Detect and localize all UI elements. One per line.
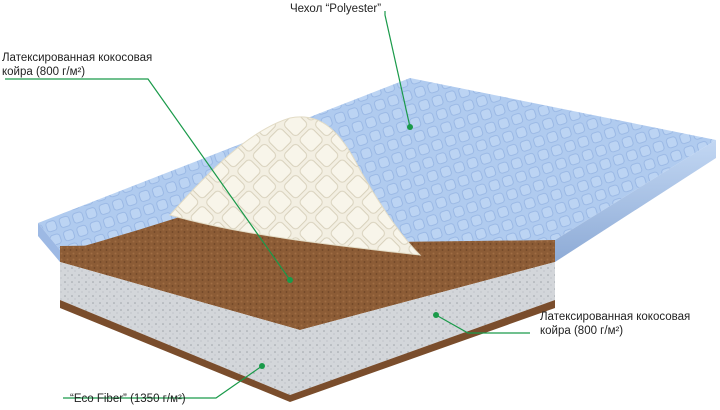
peeled-cream-layer [169, 116, 422, 256]
label-eco-fiber-text: “Eco Fiber” (1350 г/м²) [70, 393, 186, 405]
label-bottom-coir-line1: Латексированная кокосовая [540, 311, 691, 323]
cover-front-edge [38, 223, 60, 262]
leader-eco-fiber [63, 365, 263, 399]
label-cover-text: Чехол “Polyester” [290, 3, 382, 15]
label-top-coir-line2: койра (800 г/м²) [2, 66, 86, 78]
leader-lines [5, 11, 530, 399]
leader-mid-coir [435, 314, 530, 334]
label-bottom-coir-line2: койра (800 г/м²) [540, 325, 624, 337]
label-cover: Чехол “Polyester” [290, 2, 381, 16]
label-top-coir-line1: Латексированная кокосовая [2, 52, 153, 64]
label-eco-fiber: “Eco Fiber” (1350 г/м²) [70, 392, 186, 406]
layer-eco-fiber [60, 262, 555, 395]
marker-cover [407, 124, 413, 130]
leader-cover [384, 11, 411, 128]
leader-top-coir [5, 78, 291, 281]
label-top-coir: Латексированная кокосовая койра (800 г/м… [2, 51, 152, 79]
marker-eco-fiber [259, 363, 265, 369]
label-bottom-coir: Латексированная кокосовая койра (800 г/м… [540, 310, 690, 338]
marker-mid-coir [433, 312, 439, 318]
marker-top-coir [287, 277, 293, 283]
cover-right-edge [555, 140, 716, 262]
